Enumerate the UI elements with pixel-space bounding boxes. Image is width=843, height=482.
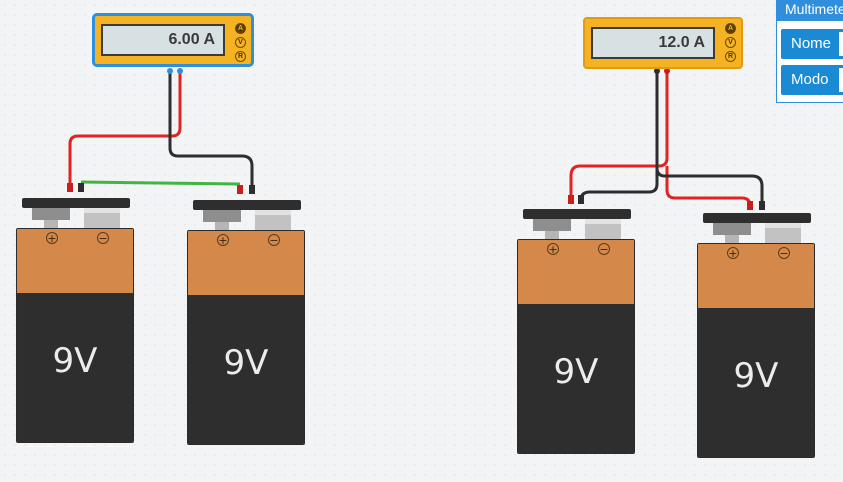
multimeter-1-display: 6.00 A: [101, 24, 225, 56]
inspector-title: Multimeter: [777, 1, 843, 21]
inspector-mode-select[interactable]: [839, 68, 843, 92]
wire-black-meter1-to-battery2-negative[interactable]: [168, 70, 254, 190]
positive-terminal-symbol: +: [46, 232, 58, 245]
battery-1-label: 9V: [52, 341, 98, 381]
mode-voltmeter-button[interactable]: V: [235, 37, 246, 48]
wire-green-battery1-negative-to-battery2-positive[interactable]: [80, 180, 241, 186]
inspector-mode-label: Modo: [791, 71, 829, 88]
wire-black-meter2-to-battery3-negative[interactable]: [579, 70, 659, 201]
mode-ammeter-button[interactable]: A: [235, 23, 246, 34]
negative-terminal-symbol: −: [598, 243, 610, 256]
positive-terminal-symbol: +: [727, 247, 739, 260]
battery-2-label: 9V: [223, 343, 269, 383]
battery-3-label: 9V: [553, 352, 599, 392]
connection-pins: [67, 68, 765, 210]
wire-red-meter2-to-battery3-positive[interactable]: [569, 70, 669, 198]
inspector-mode-row[interactable]: Modo: [781, 65, 843, 95]
positive-terminal-symbol: +: [547, 243, 559, 256]
battery-4-label: 9V: [733, 356, 779, 396]
negative-terminal-symbol: −: [778, 247, 790, 260]
mode-ohmmeter-button[interactable]: R: [725, 51, 736, 62]
multimeter-2-display: 12.0 A: [591, 27, 715, 59]
multimeter-1[interactable]: 6.00 A A V R: [93, 14, 253, 66]
inspector-name-row[interactable]: Nome: [781, 29, 843, 59]
positive-terminal-symbol: +: [217, 234, 229, 247]
mode-ammeter-button[interactable]: A: [725, 23, 736, 34]
negative-terminal-symbol: −: [97, 232, 109, 245]
wire-red-meter2-to-battery4-positive[interactable]: [665, 166, 752, 207]
mode-voltmeter-button[interactable]: V: [725, 37, 736, 48]
wire-red-meter1-to-battery1-positive[interactable]: [68, 70, 182, 188]
wire-black-meter2-to-battery4-negative[interactable]: [655, 166, 764, 206]
negative-terminal-symbol: −: [268, 234, 280, 247]
mode-ohmmeter-button[interactable]: R: [235, 51, 246, 62]
multimeter-2[interactable]: 12.0 A A V R: [583, 17, 743, 69]
inspector-panel: Multimeter Nome Modo: [776, 0, 843, 103]
inspector-name-field[interactable]: [839, 32, 843, 56]
inspector-name-label: Nome: [791, 35, 832, 52]
